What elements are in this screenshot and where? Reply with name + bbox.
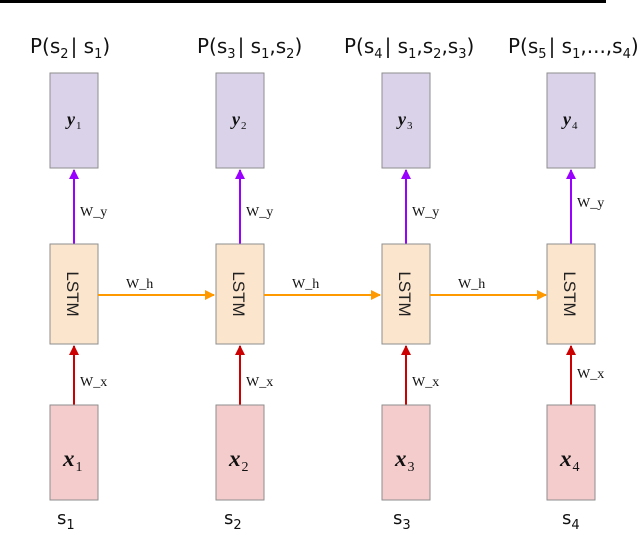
lstm-cell-3 <box>381 243 431 345</box>
lstm-cell-2 <box>215 243 265 345</box>
output-symbol-4: y4 <box>561 109 578 132</box>
weight-wy-label-3: W_y <box>412 205 439 220</box>
weight-wx-label-4: W_x <box>577 367 604 382</box>
input-symbol-2: x2 <box>228 446 249 475</box>
input-symbol-1: x1 <box>62 446 83 475</box>
output-symbol-1: y1 <box>65 109 82 132</box>
weight-wy-label-4: W_y <box>577 196 604 211</box>
input-node-2 <box>215 404 265 501</box>
sequence-token-2: s2 <box>224 508 242 533</box>
weight-wx-label-1: W_x <box>80 375 107 390</box>
input-node-1 <box>49 404 99 501</box>
probability-label-2: P(s3| s1,s2) <box>197 34 302 62</box>
sequence-token-3: s3 <box>393 508 411 533</box>
lstm-cell-4 <box>546 243 596 345</box>
input-symbol-3: x3 <box>394 446 415 475</box>
weight-wh-label-1: W_h <box>126 277 153 292</box>
output-symbol-2: y2 <box>230 109 247 132</box>
lstm-label-1: LSTM <box>63 271 82 316</box>
output-symbol-3: y3 <box>396 109 413 132</box>
timestep-3: P(s4| s1,s2,s3) y3 W_y LSTM W_x x3 s3 <box>344 34 474 533</box>
probability-label-4: P(s5| s1,...,s4) <box>508 34 639 62</box>
input-node-3 <box>381 404 431 501</box>
weight-wy-label-1: W_y <box>80 205 107 220</box>
weight-wx-label-2: W_x <box>246 375 273 390</box>
weight-wh-label-2: W_h <box>292 277 319 292</box>
output-node-1 <box>49 72 99 169</box>
timestep-1: P(s2| s1) y1 W_y LSTM W_x x1 s1 <box>30 34 110 533</box>
probability-label-1: P(s2| s1) <box>30 34 110 62</box>
probability-label-3: P(s4| s1,s2,s3) <box>344 34 474 62</box>
sequence-token-4: s4 <box>562 508 580 533</box>
lstm-label-2: LSTM <box>229 271 248 316</box>
output-node-2 <box>215 72 265 169</box>
weight-wh-label-3: W_h <box>458 277 485 292</box>
input-node-4 <box>546 404 596 501</box>
lstm-label-3: LSTM <box>395 271 414 316</box>
weight-wx-label-3: W_x <box>412 375 439 390</box>
lstm-label-4: LSTM <box>560 271 579 316</box>
timestep-2: P(s3| s1,s2) y2 W_y LSTM W_x x2 s2 <box>197 34 302 533</box>
output-node-3 <box>381 72 431 169</box>
weight-wy-label-2: W_y <box>246 205 273 220</box>
output-node-4 <box>546 72 596 169</box>
input-symbol-4: x4 <box>559 446 580 475</box>
lstm-cell-1 <box>49 243 99 345</box>
sequence-token-1: s1 <box>57 508 75 533</box>
timestep-4: P(s5| s1,...,s4) y4 W_y LSTM W_x x4 s4 <box>508 34 639 533</box>
